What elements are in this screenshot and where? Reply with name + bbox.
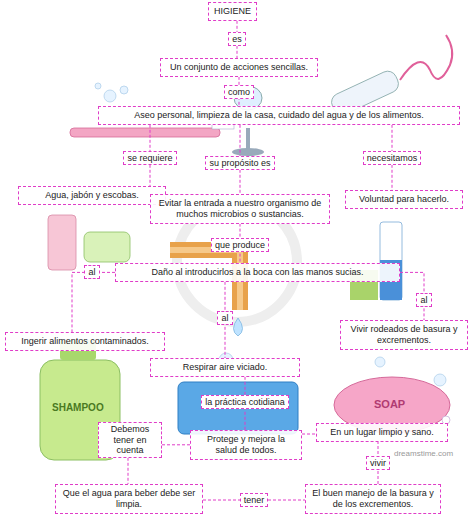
linking-word: vivir [366,456,390,470]
concept-box: Protege y mejora la salud de todos. [190,430,302,460]
concept-text: HIGIENE [214,6,251,17]
concept-box: En un lugar limpio y sano. [316,423,448,442]
concept-text: Daño al introducirlos a la boca con las … [121,267,394,278]
concept-text: Evitar la entrada a nuestro organismo de… [156,198,324,220]
concept-text: En un lugar limpio y sano. [322,427,442,438]
linking-word: es [228,32,246,46]
concept-text: Voluntad para hacerlo. [351,194,457,205]
concept-box: Aseo personal, limpieza de la casa, cuid… [98,106,460,125]
concept-box: Que el agua para beber debe ser limpia. [55,484,203,514]
concept-box: Respirar aire viciado. [150,358,300,377]
linking-word: necesitamos [363,151,422,165]
linking-word: como [224,85,254,99]
sponge [178,382,298,434]
concept-box: Un conjunto de acciones sencillas. [160,58,318,77]
concept-box: Agua, jabón y escobas. [18,186,166,205]
illustration-label: SHAMPOO [52,402,104,413]
linking-word: al [84,265,99,279]
linking-word: al [416,293,431,307]
illustration-label: dreamstime.com [394,449,453,458]
concept-box: Evitar la entrada a nuestro organismo de… [150,194,330,224]
concept-text: Que el agua para beber debe ser limpia. [61,488,197,510]
linking-word: al [217,311,232,325]
linking-word: su propósito es [205,156,274,170]
cream-tube [48,215,130,270]
linking-word: tener [240,493,269,507]
linking-word: la práctica cotidiana [201,395,289,409]
linking-word: Debemos tener en cuenta [98,422,162,457]
concept-box: Voluntad para hacerlo. [345,190,463,209]
concept-box: HIGIENE [208,2,257,21]
dashed-connector [72,272,115,332]
concept-text: Respirar aire viciado. [156,362,294,373]
concept-text: Agua, jabón y escobas. [24,190,160,201]
dashed-connector [302,434,316,435]
linking-word: se requiere [123,151,176,165]
concept-text: Vivir rodeados de basura y excrementos. [346,324,462,346]
concept-box: Vivir rodeados de basura y excrementos. [340,320,468,350]
concept-text: Ingerir alimentos contaminados. [11,336,159,347]
concept-box: Ingerir alimentos contaminados. [5,332,165,351]
concept-text: Un conjunto de acciones sencillas. [166,62,312,73]
illustration-label: SOAP [374,398,405,410]
concept-text: Protege y mejora la salud de todos. [196,434,296,456]
concept-box: El buen manejo de la basura y de los exc… [305,484,441,514]
linking-word: que produce [211,238,269,252]
concept-text: Aseo personal, limpieza de la casa, cuid… [104,110,454,121]
concept-box: Daño al introducirlos a la boca con las … [115,263,400,282]
concept-text: El buen manejo de la basura y de los exc… [311,488,435,510]
toothpaste [350,222,402,300]
water-drop [234,318,243,336]
